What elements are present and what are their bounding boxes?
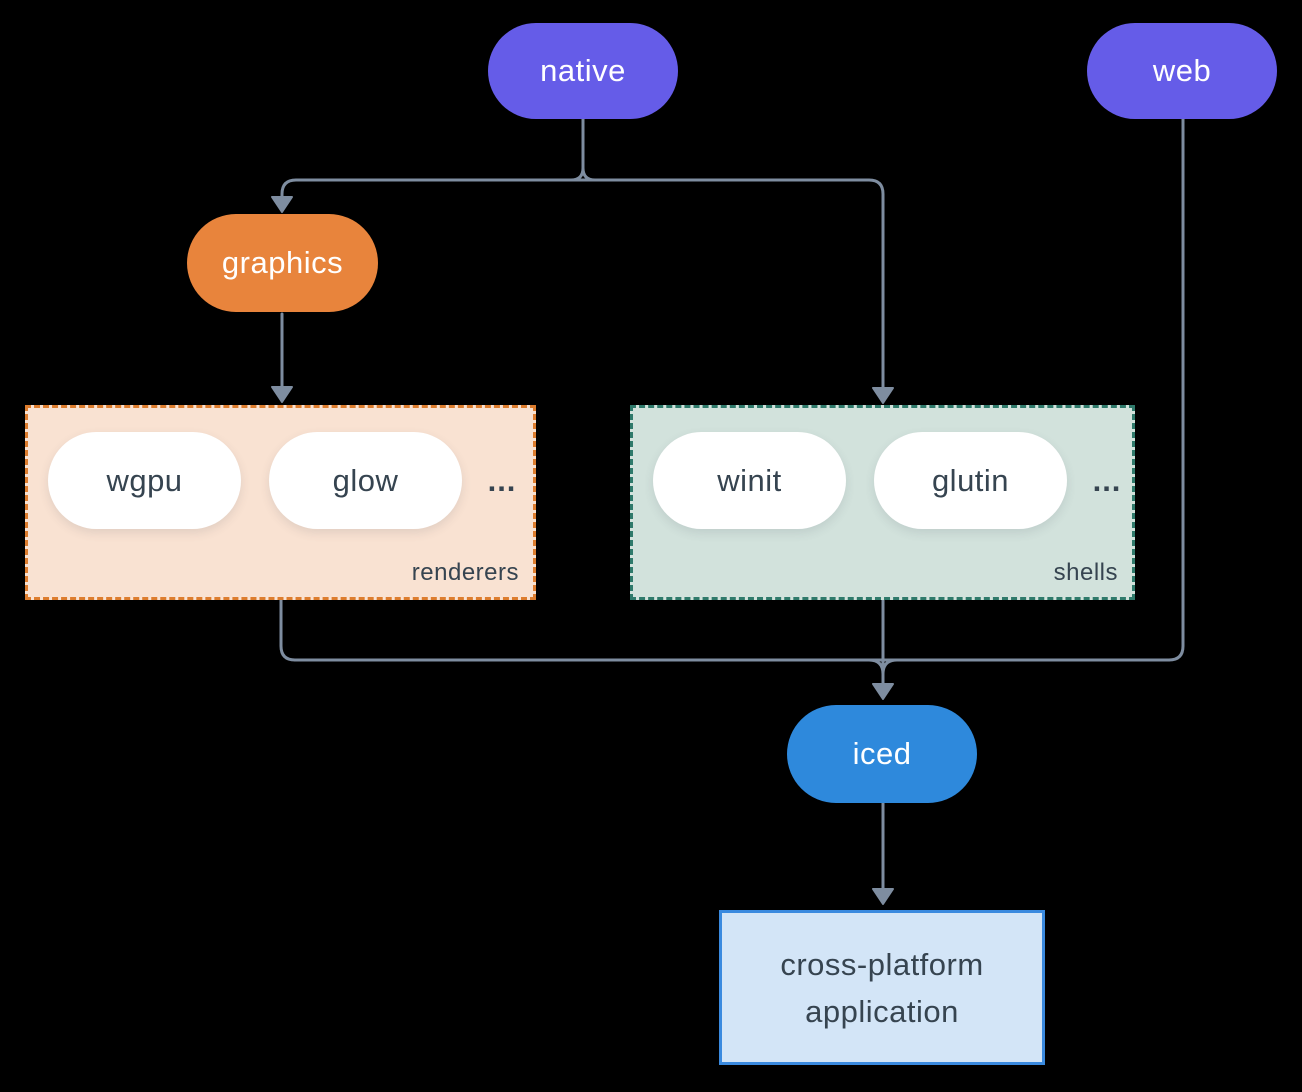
edge-merge-flare-right — [881, 658, 899, 676]
node-native-label: native — [540, 53, 626, 88]
application-label-line2: application — [805, 993, 959, 1029]
node-glow: glow — [269, 432, 462, 529]
node-graphics: graphics — [187, 214, 378, 312]
edge-renderers-drop — [279, 598, 297, 662]
node-native: native — [488, 23, 678, 119]
arrowhead-into-shells — [872, 387, 894, 404]
node-iced: iced — [787, 705, 977, 803]
node-glutin: glutin — [874, 432, 1067, 529]
renderers-ellipsis: ... — [487, 462, 517, 498]
node-wgpu: wgpu — [48, 432, 241, 529]
shells-ellipsis: ... — [1092, 462, 1122, 498]
edge-split-flare-right — [581, 166, 597, 182]
node-application: cross-platform application — [719, 910, 1045, 1065]
node-wgpu-label: wgpu — [106, 462, 183, 498]
edge-split-rail — [280, 178, 885, 392]
application-label-line1: cross-platform — [780, 946, 984, 982]
node-glutin-label: glutin — [931, 462, 1010, 498]
arrowhead-into-application — [872, 888, 894, 905]
node-winit: winit — [653, 432, 846, 529]
node-graphics-label: graphics — [221, 245, 344, 280]
node-iced-label: iced — [852, 736, 912, 771]
node-glow-label: glow — [332, 462, 399, 498]
node-web-label: web — [1152, 53, 1212, 88]
edge-web-drop — [1167, 117, 1185, 662]
renderers-group-label: renderers — [411, 559, 519, 586]
arrowhead-into-renderers — [271, 386, 293, 403]
arrowhead-into-iced — [872, 683, 894, 700]
shells-group-label: shells — [1053, 559, 1118, 586]
arrowhead-into-graphics — [271, 196, 293, 213]
group-renderers: wgpu glow ... renderers — [25, 405, 536, 600]
edge-merge-flare-left — [867, 658, 885, 676]
group-shells: winit glutin ... shells — [630, 405, 1135, 600]
node-winit-label: winit — [717, 462, 782, 498]
node-web: web — [1087, 23, 1277, 119]
edge-split-flare-left — [569, 166, 585, 182]
